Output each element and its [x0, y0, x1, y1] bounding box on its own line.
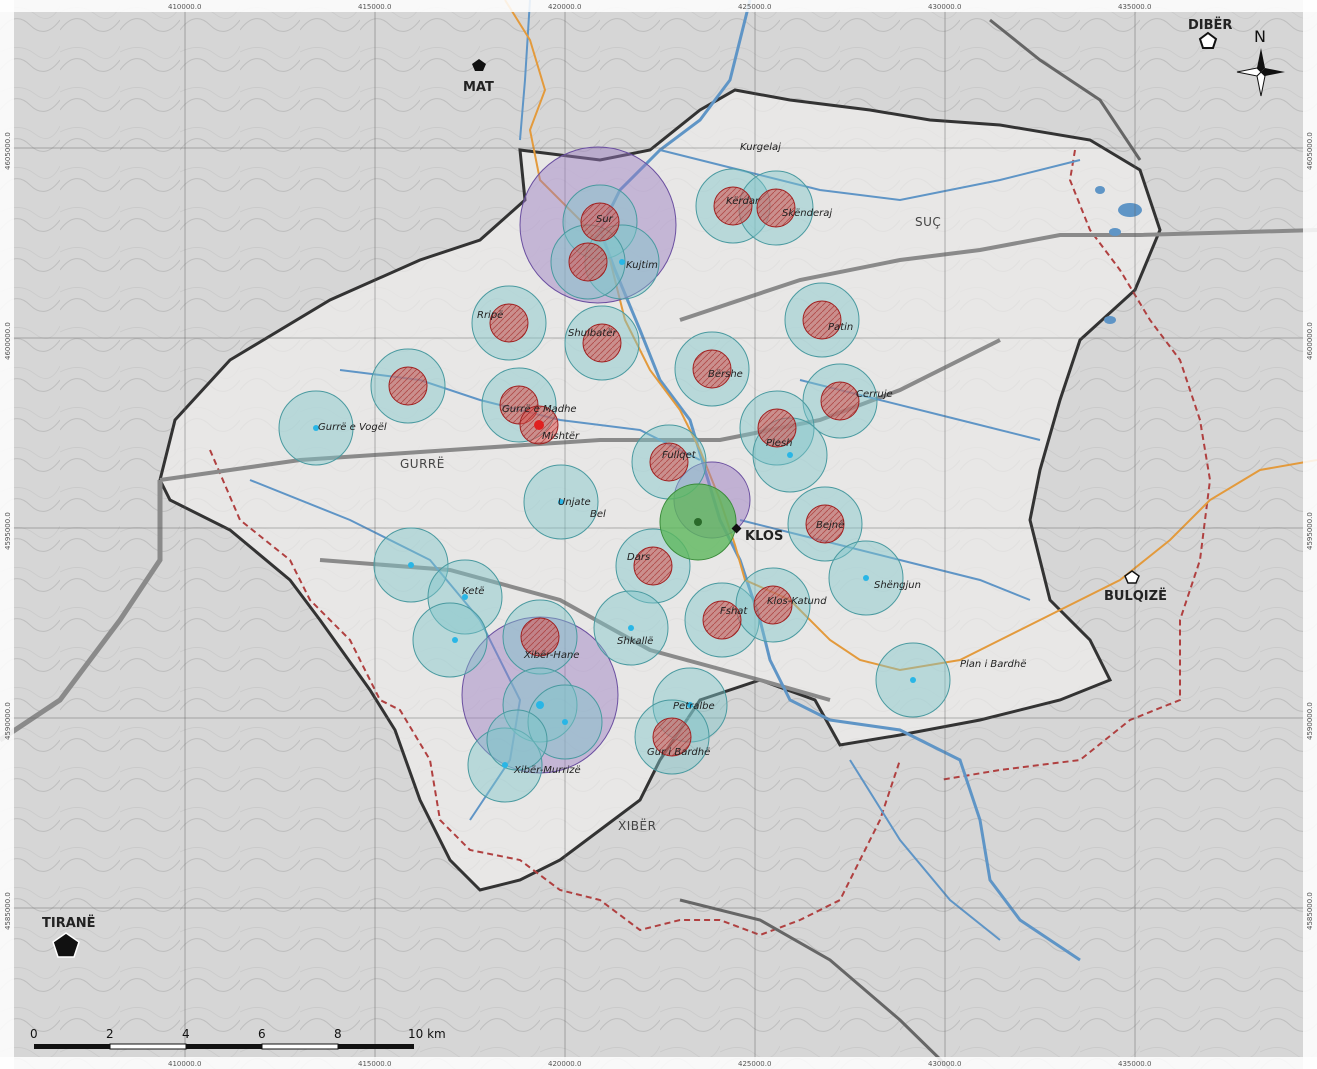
bulqize-icon — [1124, 570, 1140, 584]
village-label: Gurrë e Vogël — [318, 422, 387, 433]
village-label: Kërdar — [726, 196, 760, 207]
coord-bottom: 435000.0 — [1118, 1060, 1151, 1068]
village-label: Shkallë — [617, 636, 653, 647]
coord-top: 430000.0 — [928, 3, 961, 11]
highway — [0, 480, 163, 743]
village-points — [313, 259, 916, 768]
region-label: SUÇ — [915, 215, 941, 229]
scale-bar: 0 2 4 6 8 10 km — [30, 1027, 446, 1050]
village-label: Fshat — [720, 606, 748, 617]
coord-right: 4590000.0 — [1306, 702, 1314, 740]
coord-right: 4585000.0 — [1306, 892, 1314, 930]
diber-icon — [1198, 31, 1218, 49]
village-label: Rripë — [477, 310, 503, 321]
village-label: Sur — [596, 214, 614, 225]
coord-right: 4600000.0 — [1306, 322, 1314, 360]
teal-buffers — [278, 168, 951, 803]
coord-left: 4590000.0 — [4, 702, 12, 740]
city-label: KLOS — [745, 529, 783, 544]
coord-left: 4585000.0 — [4, 892, 12, 930]
village-label: Gur i Bardhë — [647, 747, 710, 758]
admin-boundary-east — [939, 149, 1212, 781]
coord-top: 415000.0 — [358, 3, 391, 11]
village-label: Petralbe — [673, 701, 715, 712]
scale-tick: 0 — [30, 1027, 38, 1041]
lake — [1109, 228, 1121, 236]
highway — [319, 558, 831, 702]
scale-tick: 2 — [106, 1027, 114, 1041]
scale-tick: 6 — [258, 1027, 266, 1041]
highway — [679, 898, 952, 1069]
lake — [1095, 186, 1105, 194]
village-label: Unjate — [558, 497, 591, 508]
river — [249, 479, 522, 821]
village-label: Mishtër — [542, 431, 580, 442]
city-label: MAT — [463, 80, 494, 95]
village-label: Bejnë — [816, 520, 844, 531]
river — [739, 519, 1031, 601]
district-area — [158, 88, 1162, 892]
mat-icon — [472, 59, 486, 71]
village-label: Shulbatër — [568, 328, 617, 339]
highway — [679, 228, 1317, 322]
coord-bottom: 425000.0 — [738, 1060, 771, 1068]
tirane-icon — [52, 932, 80, 958]
scale-tick: 10 km — [408, 1027, 446, 1041]
region-label: XIBËR — [618, 818, 656, 833]
village-label: Xibër-Hane — [523, 650, 579, 661]
village-label: Bel — [590, 509, 606, 520]
village-label: Cerruje — [856, 389, 893, 400]
village-label: Plan i Bardhë — [960, 659, 1026, 670]
coord-top: 410000.0 — [168, 3, 201, 11]
coord-left: 4605000.0 — [4, 132, 12, 170]
village-label: Kurgelaj — [740, 142, 781, 153]
coord-top: 425000.0 — [738, 3, 771, 11]
village-label: Ketë — [462, 586, 484, 597]
village-label: Skënderaj — [782, 208, 832, 219]
main-road — [504, 0, 1317, 672]
river — [849, 759, 1001, 941]
coord-bottom: 430000.0 — [928, 1060, 961, 1068]
coord-top: 435000.0 — [1118, 3, 1151, 11]
coord-bottom: 415000.0 — [358, 1060, 391, 1068]
lake — [1118, 203, 1142, 217]
village-label: Patin — [828, 322, 853, 333]
lake — [1104, 316, 1116, 324]
river — [519, 0, 531, 141]
village-label: Kujtim — [626, 260, 658, 271]
village-label: Gurrë e Madhe — [502, 404, 577, 415]
coord-bottom: 410000.0 — [168, 1060, 201, 1068]
admin-boundary — [209, 449, 901, 937]
village-label: Plesh — [766, 438, 793, 449]
village-label: Bërshe — [708, 369, 743, 380]
village-label: Fullqet — [662, 450, 697, 461]
village-label: Dars — [627, 552, 650, 563]
klos-marker — [731, 523, 742, 534]
highway — [989, 18, 1142, 161]
scale-tick: 8 — [334, 1027, 342, 1041]
north-label: N — [1254, 27, 1266, 46]
north-arrow: N — [1236, 27, 1285, 97]
coord-left: 4600000.0 — [4, 322, 12, 360]
river — [659, 149, 1081, 202]
coord-left: 4595000.0 — [4, 512, 12, 550]
scale-tick: 4 — [182, 1027, 190, 1041]
city-label: BULQIZË — [1104, 588, 1167, 604]
city-label: TIRANË — [42, 915, 96, 931]
coord-right: 4605000.0 — [1306, 132, 1314, 170]
city-label: DIBËR — [1188, 17, 1232, 33]
village-label: Xibër-Murrizë — [513, 765, 581, 776]
village-labels: Kurgelaj Kërdar Skënderaj Sur Kujtim Rri… — [318, 142, 1026, 776]
buffer-green-center — [694, 518, 702, 526]
village-label: Shëngjun — [874, 580, 921, 591]
coord-right: 4595000.0 — [1306, 512, 1314, 550]
region-label: GURRË — [400, 456, 445, 471]
coord-top: 420000.0 — [548, 3, 581, 11]
village-label: Klos-Katund — [767, 596, 827, 607]
coord-bottom: 420000.0 — [548, 1060, 581, 1068]
red-buffers — [388, 186, 860, 757]
